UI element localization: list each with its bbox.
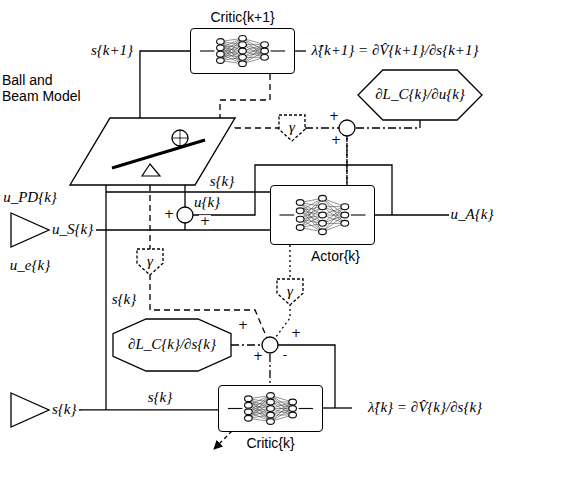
gamma-pentagon: γ bbox=[137, 249, 163, 275]
signal-label: λ̂{k} = ∂V̂{k}/∂s{k} bbox=[367, 399, 483, 416]
critic-network: Critic{k} bbox=[218, 385, 323, 432]
signal-label: u_PD{k} bbox=[2, 189, 58, 206]
sum-junction bbox=[262, 337, 278, 353]
signal-label: s{k} bbox=[111, 291, 138, 308]
node-text: ∂L_C{k}/∂s{k} bbox=[128, 336, 216, 353]
signal-connector bbox=[289, 245, 290, 279]
signal-connector bbox=[305, 128, 347, 185]
triangle-outline bbox=[10, 392, 50, 428]
node-heading: Ball and Beam Model bbox=[2, 72, 84, 104]
sum-sign: + bbox=[330, 134, 342, 148]
signal-label: s{k+1} bbox=[90, 42, 134, 59]
derivative-octagon: ∂L_C{k}/∂s{k} bbox=[113, 319, 231, 371]
node-heading: s{k} bbox=[52, 401, 77, 418]
state-wire bbox=[105, 185, 106, 410]
signal-label: u_A{k} bbox=[450, 206, 495, 223]
training-arrow bbox=[214, 431, 232, 449]
signal-label: λ̂{k+1} = ∂V̂{k+1}/∂s{k+1} bbox=[311, 42, 480, 59]
sum-junction bbox=[177, 207, 193, 223]
network-icon bbox=[191, 29, 294, 73]
gamma-pentagon: γ bbox=[279, 115, 305, 141]
sum-sign: + bbox=[237, 319, 249, 333]
sum-sign: + bbox=[163, 208, 175, 222]
control-wire bbox=[184, 185, 185, 207]
sum-sign: + bbox=[290, 327, 302, 341]
signal-label: u_e{k} bbox=[9, 257, 51, 274]
signal-connector bbox=[235, 127, 279, 128]
signal-connector bbox=[140, 51, 190, 118]
sum-input-wire bbox=[184, 223, 185, 230]
critic-output-wire bbox=[295, 50, 306, 51]
node-heading: Critic{k+1} bbox=[191, 9, 294, 25]
critic-output-wire bbox=[323, 407, 352, 408]
sum-sign: - bbox=[282, 349, 288, 363]
critic-network: Critic{k+1} bbox=[190, 28, 295, 74]
node-text: ∂L_C{k}/∂u{k} bbox=[375, 86, 465, 103]
input-triangle: s{k} bbox=[10, 392, 79, 428]
sum-sign: + bbox=[252, 350, 264, 364]
state-wire bbox=[106, 191, 270, 192]
node-text: γ bbox=[289, 119, 295, 136]
network-icon bbox=[271, 186, 374, 244]
node-text: γ bbox=[287, 283, 293, 300]
signal-connector bbox=[96, 229, 270, 230]
triangle-outline bbox=[10, 212, 50, 248]
actor-network: Actor{k} bbox=[270, 185, 375, 245]
node-text: γ bbox=[147, 253, 153, 270]
network-icon bbox=[219, 386, 322, 431]
sum-sign: + bbox=[199, 215, 211, 229]
input-triangle: u_S{k} bbox=[10, 212, 96, 248]
node-heading: Critic{k} bbox=[219, 435, 322, 451]
signal-label: s{k} bbox=[147, 389, 174, 406]
signal-connector bbox=[220, 74, 270, 118]
signal-connector bbox=[79, 409, 218, 410]
derivative-hexagon: ∂L_C{k}/∂u{k} bbox=[358, 70, 482, 120]
sum-sign: + bbox=[328, 110, 340, 124]
signal-label: u{k} bbox=[193, 194, 221, 211]
node-heading: u_S{k} bbox=[52, 221, 93, 238]
gamma-pentagon: γ bbox=[277, 279, 303, 305]
signal-label: s{k} bbox=[209, 173, 236, 190]
actor-output-wire bbox=[375, 214, 449, 215]
signal-connector bbox=[347, 120, 420, 185]
node-heading: Actor{k} bbox=[311, 248, 360, 264]
signal-connector bbox=[149, 185, 150, 249]
